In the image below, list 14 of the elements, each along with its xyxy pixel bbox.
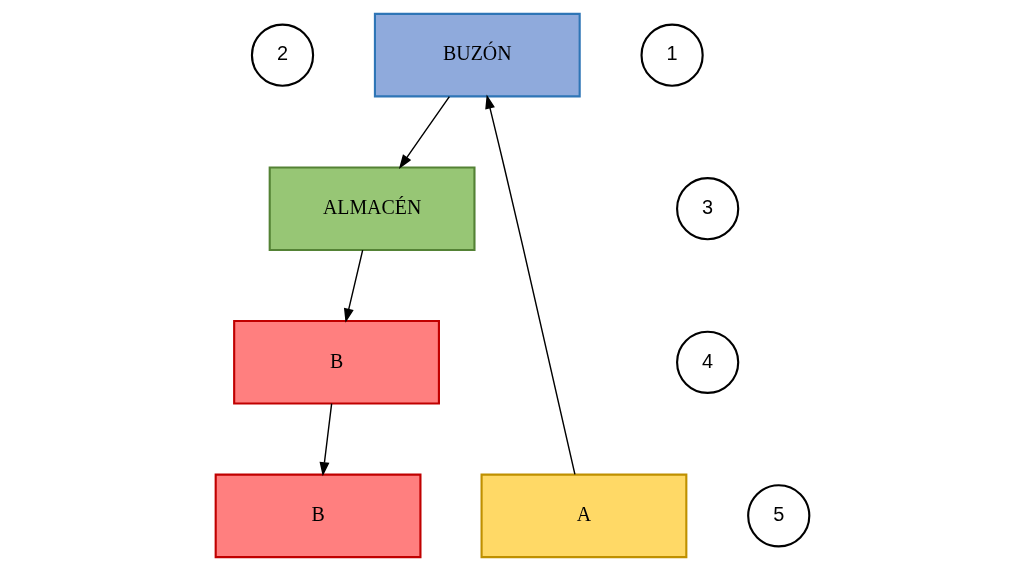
arrow (484, 94, 576, 475)
node-circle: 4 (675, 330, 739, 394)
node-box: ALMACÉN (268, 166, 476, 251)
node-circle: 3 (675, 177, 739, 241)
node-box: A (480, 473, 687, 559)
node-circle: 5 (746, 484, 810, 548)
node-box: B (214, 473, 421, 559)
arrow (343, 249, 363, 323)
arrow (398, 95, 450, 169)
node-circle: 1 (639, 23, 704, 87)
arrow (319, 403, 332, 477)
node-box: B (232, 320, 440, 405)
node-circle: 2 (250, 23, 314, 87)
node-box: BUZÓN (373, 12, 581, 98)
